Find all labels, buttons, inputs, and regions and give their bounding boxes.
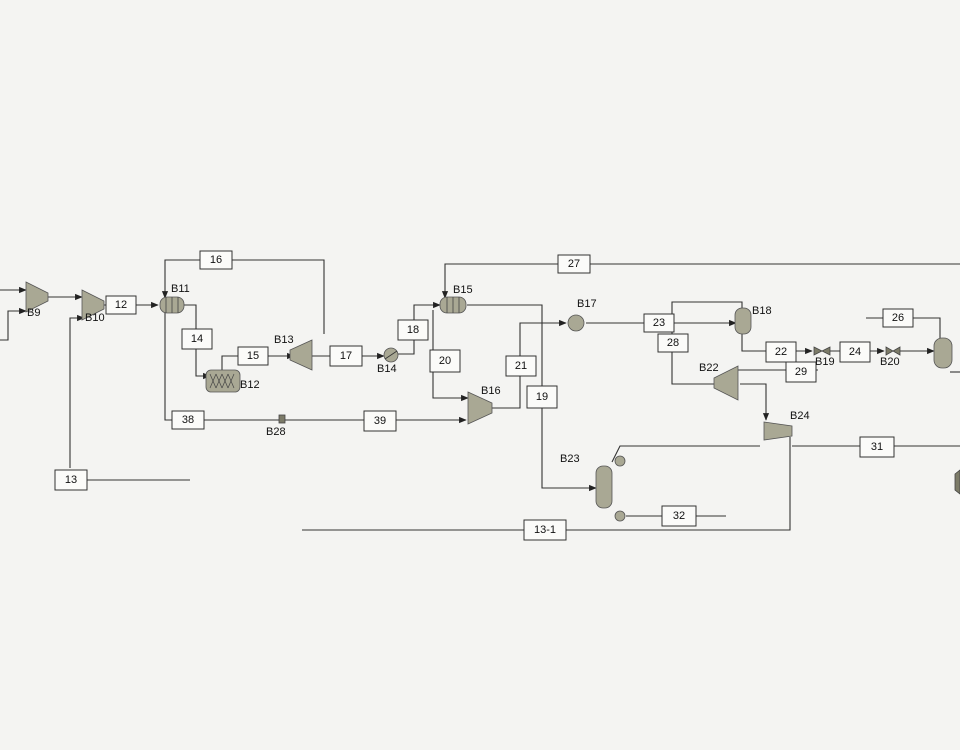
svg-text:24: 24 bbox=[849, 346, 861, 358]
valve-icon-b20[interactable] bbox=[885, 346, 901, 356]
stream-labels: 12 13 14 15 16 17 18 19 20 21 23 24 26 2… bbox=[54, 250, 914, 541]
compressor-icon-b9[interactable] bbox=[25, 281, 49, 313]
compressor-icon-b22[interactable] bbox=[713, 365, 739, 401]
stream-label-39[interactable]: 39 bbox=[363, 410, 397, 432]
svg-text:18: 18 bbox=[407, 324, 419, 336]
unit-icon-far-right[interactable] bbox=[954, 469, 960, 495]
turbine-icon-b24[interactable] bbox=[763, 421, 793, 441]
svg-text:15: 15 bbox=[247, 350, 259, 362]
block-label-b24: B24 bbox=[790, 410, 810, 422]
block-label-b16: B16 bbox=[481, 385, 501, 397]
stream-label-16[interactable]: 16 bbox=[199, 250, 233, 270]
stream-label-12[interactable]: 12 bbox=[105, 295, 137, 315]
svg-text:39: 39 bbox=[374, 415, 386, 427]
column-icon-b23[interactable] bbox=[595, 455, 626, 522]
stream-label-13[interactable]: 13 bbox=[54, 469, 88, 491]
block-label-b15: B15 bbox=[453, 284, 473, 296]
svg-text:38: 38 bbox=[182, 414, 194, 426]
compressor-icon-b13[interactable] bbox=[289, 339, 313, 371]
svg-text:13-1: 13-1 bbox=[534, 524, 556, 536]
block-label-b20: B20 bbox=[880, 356, 900, 368]
block-label-b22: B22 bbox=[699, 362, 719, 374]
svg-text:16: 16 bbox=[210, 254, 222, 266]
svg-text:27: 27 bbox=[568, 258, 580, 270]
block-label-b11: B11 bbox=[171, 283, 190, 295]
svg-text:28: 28 bbox=[667, 337, 679, 349]
stream-label-22[interactable]: 22 bbox=[765, 341, 797, 363]
stream-label-14[interactable]: 14 bbox=[181, 328, 213, 350]
svg-text:26: 26 bbox=[892, 312, 904, 324]
compressor-icon-b10[interactable] bbox=[81, 289, 105, 321]
stream-label-20[interactable]: 20 bbox=[429, 349, 461, 373]
block-label-b23: B23 bbox=[560, 453, 580, 465]
vessel-icon-right[interactable] bbox=[933, 337, 953, 369]
svg-text:20: 20 bbox=[439, 355, 451, 367]
heat-exchanger-icon-b11[interactable] bbox=[159, 296, 185, 314]
block-label-b12: B12 bbox=[240, 379, 260, 391]
pump-icon-b28[interactable] bbox=[278, 414, 286, 424]
stream-lines bbox=[0, 259, 960, 531]
block-label-b10: B10 bbox=[85, 312, 105, 324]
stream-label-26[interactable]: 26 bbox=[882, 308, 914, 328]
stream-label-32[interactable]: 32 bbox=[661, 505, 697, 527]
svg-text:13: 13 bbox=[65, 474, 77, 486]
svg-text:32: 32 bbox=[673, 510, 685, 522]
stream-label-24[interactable]: 24 bbox=[839, 341, 871, 363]
svg-text:29: 29 bbox=[795, 366, 807, 378]
heater-icon-b14[interactable] bbox=[383, 347, 399, 363]
stream-label-19[interactable]: 19 bbox=[526, 385, 558, 409]
svg-text:22: 22 bbox=[775, 346, 787, 358]
svg-text:31: 31 bbox=[871, 441, 883, 453]
block-label-b28: B28 bbox=[266, 426, 286, 438]
valve-icon-b19[interactable] bbox=[813, 346, 831, 356]
stream-label-28[interactable]: 28 bbox=[657, 333, 689, 353]
block-labels: B9 B10 B11 B12 B13 B14 B15 B16 B17 B18 B… bbox=[27, 283, 900, 465]
stream-label-13-1[interactable]: 13-1 bbox=[523, 519, 567, 541]
stream-label-29[interactable]: 29 bbox=[785, 361, 817, 383]
block-label-b19: B19 bbox=[815, 356, 835, 368]
svg-text:12: 12 bbox=[115, 299, 127, 311]
compressor-icon-b16[interactable] bbox=[467, 391, 493, 425]
svg-text:23: 23 bbox=[653, 317, 665, 329]
stream-label-17[interactable]: 17 bbox=[329, 345, 363, 367]
svg-text:19: 19 bbox=[536, 391, 548, 403]
block-label-b14: B14 bbox=[377, 363, 397, 375]
stream-label-23[interactable]: 23 bbox=[643, 313, 675, 333]
stream-label-31[interactable]: 31 bbox=[859, 436, 895, 458]
stream-label-15[interactable]: 15 bbox=[237, 346, 269, 366]
block-label-b13: B13 bbox=[274, 334, 294, 346]
heat-exchanger-icon-b15[interactable] bbox=[439, 296, 467, 314]
block-label-b9: B9 bbox=[27, 307, 40, 319]
svg-text:14: 14 bbox=[191, 333, 203, 345]
flash-drum-icon-b18[interactable] bbox=[734, 307, 752, 335]
equipment bbox=[25, 281, 960, 522]
stream-label-27[interactable]: 27 bbox=[557, 254, 591, 274]
block-label-b17: B17 bbox=[577, 298, 597, 310]
svg-text:21: 21 bbox=[515, 360, 527, 372]
svg-text:17: 17 bbox=[340, 350, 352, 362]
stream-label-38[interactable]: 38 bbox=[171, 410, 205, 430]
block-label-b18: B18 bbox=[752, 305, 772, 317]
heater-icon-b17[interactable] bbox=[567, 314, 585, 332]
stream-label-18[interactable]: 18 bbox=[397, 319, 429, 341]
stream-label-21[interactable]: 21 bbox=[505, 355, 537, 377]
reactor-icon-b12[interactable] bbox=[205, 369, 241, 393]
